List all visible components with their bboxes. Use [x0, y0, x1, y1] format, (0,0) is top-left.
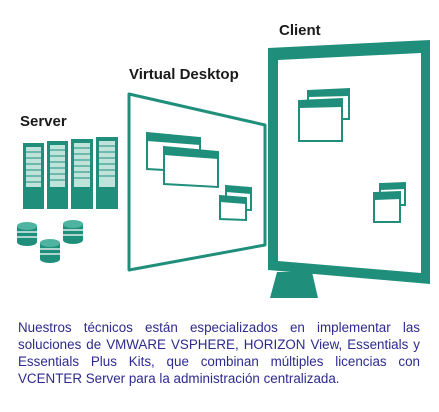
- virtual-window-icon: [146, 131, 219, 189]
- virtual-desktop-screen-icon: [127, 92, 267, 272]
- virtual-desktop-label: Virtual Desktop: [129, 66, 239, 83]
- server-label: Server: [20, 113, 67, 130]
- server-rack-icon: [23, 137, 118, 209]
- database-icon: [40, 239, 60, 263]
- database-icon: [17, 222, 37, 246]
- client-window-small-icon: [373, 181, 406, 223]
- description-text: Nuestros técnicos están especializados e…: [18, 320, 420, 386]
- client-monitor-icon: [268, 40, 430, 298]
- database-icon: [63, 220, 83, 244]
- client-window-icon: [298, 87, 350, 142]
- client-label: Client: [279, 22, 321, 39]
- virtual-window-small-icon: [219, 184, 252, 222]
